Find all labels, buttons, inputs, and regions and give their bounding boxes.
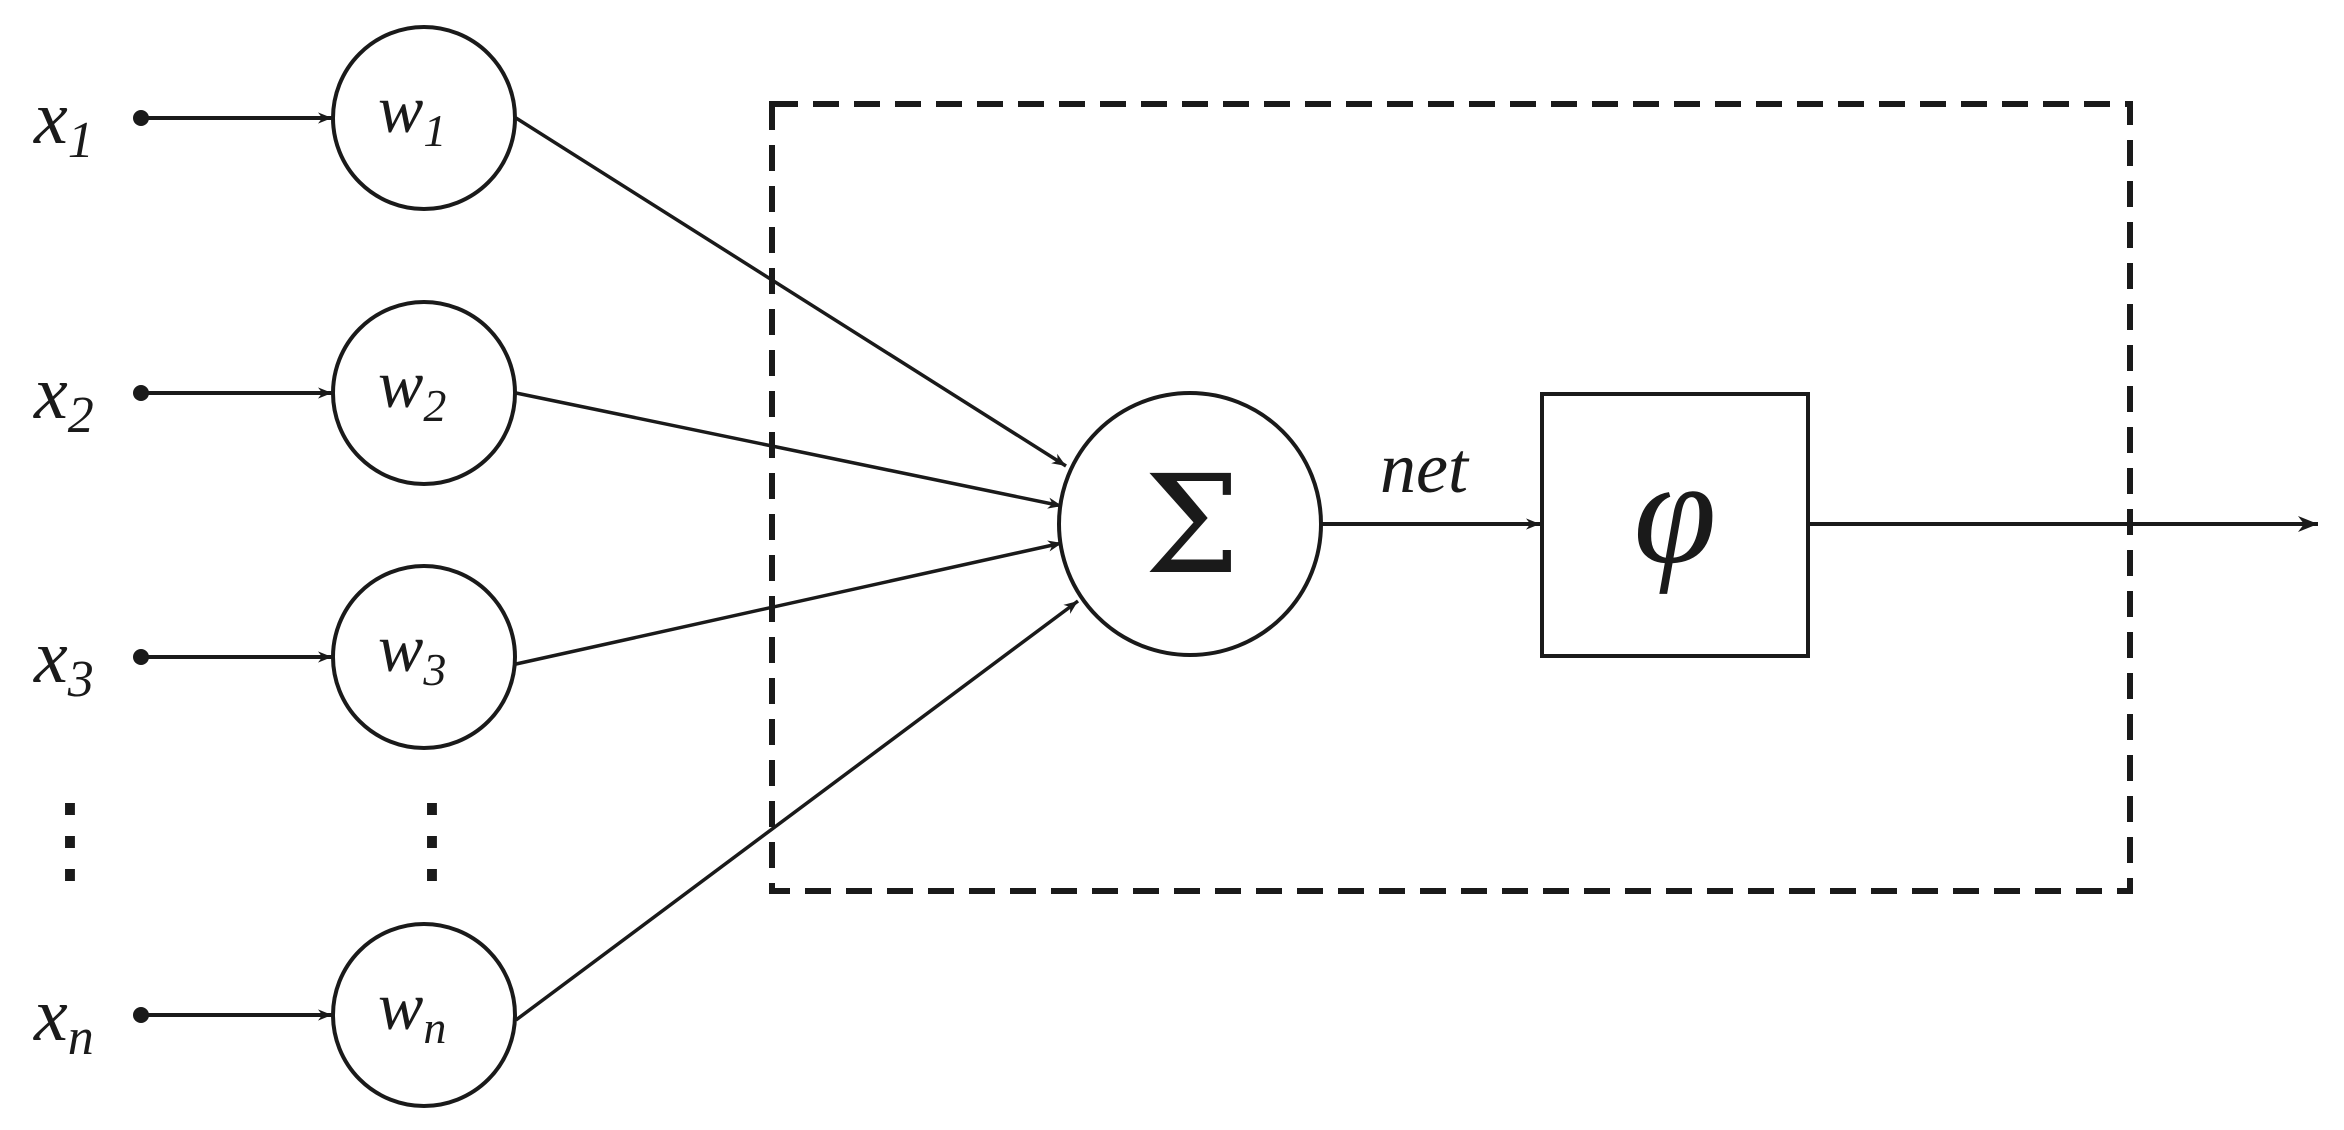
- input-row-n: xn wn: [33, 599, 1080, 1108]
- weight-label-n: wn: [378, 968, 446, 1053]
- input-label-1: x1: [33, 76, 94, 169]
- weight-to-sum-arrow-2: [515, 391, 1063, 509]
- net-label: net: [1380, 428, 1470, 508]
- weight-node-1: [331, 25, 517, 211]
- weight-to-sum-arrow-1: [515, 116, 1067, 468]
- input-ellipsis: ⋮: [22, 783, 118, 895]
- weight-node-n: [331, 922, 517, 1108]
- activation-box: [1540, 392, 1810, 658]
- activation-symbol: φ: [1634, 429, 1717, 595]
- weight-node-3: [331, 564, 517, 750]
- input-label-3: x3: [33, 615, 94, 708]
- input-row-3: x3 w3: [33, 540, 1063, 750]
- weight-to-sum-arrow-n: [514, 599, 1080, 1022]
- input-label-2: x2: [33, 351, 94, 444]
- weight-to-sum-arrow-3: [515, 540, 1063, 666]
- weight-ellipsis: ⋮: [384, 783, 480, 895]
- input-row-2: x2 w2: [33, 300, 1063, 509]
- weight-label-3: w3: [378, 610, 446, 695]
- summation-symbol: Σ: [1144, 447, 1240, 605]
- input-row-1: x1 w1: [33, 25, 1067, 468]
- weight-node-2: [331, 300, 517, 486]
- neuron-boundary: [769, 101, 2133, 894]
- input-label-n: xn: [33, 973, 94, 1066]
- weight-label-1: w1: [378, 71, 446, 156]
- weight-label-2: w2: [378, 346, 446, 431]
